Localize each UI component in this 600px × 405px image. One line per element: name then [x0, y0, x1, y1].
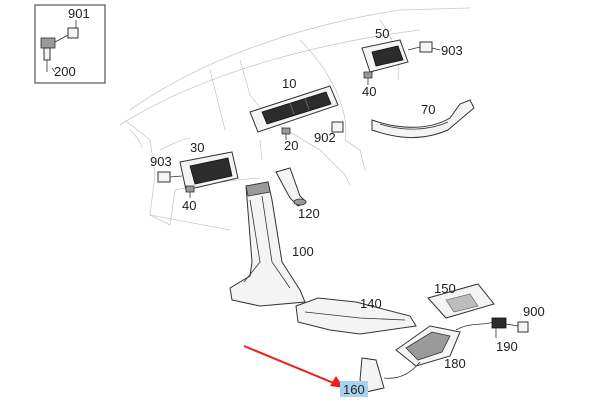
screw-right-icon	[363, 71, 373, 85]
vent-center-icon	[249, 85, 339, 133]
label-901: 901	[68, 6, 90, 21]
label-903-right: 903	[441, 43, 463, 58]
label-40-right: 40	[362, 84, 376, 99]
label-140: 140	[360, 296, 382, 311]
duct-right-icon	[371, 99, 475, 139]
sensor-icon	[40, 27, 79, 72]
duct-main-icon	[229, 181, 306, 307]
duct-lower-icon	[295, 297, 417, 335]
label-903-left: 903	[150, 154, 172, 169]
pointer-arrow	[243, 345, 344, 388]
duct-small-icon	[275, 167, 307, 207]
label-30: 30	[190, 140, 204, 155]
inset-box: 901 200	[34, 4, 106, 84]
screw-center-icon	[281, 127, 291, 140]
vent-left-icon	[179, 151, 239, 191]
label-20: 20	[284, 138, 298, 153]
screw-left-icon	[185, 185, 195, 198]
label-120: 120	[298, 206, 320, 221]
label-200: 200	[54, 64, 76, 79]
label-902: 902	[314, 130, 336, 145]
label-70: 70	[421, 102, 435, 117]
label-180: 180	[444, 356, 466, 371]
clip-center-icon	[331, 121, 344, 133]
vent-right-icon	[361, 39, 441, 73]
harness-icon	[455, 317, 529, 338]
clip-left-icon	[157, 171, 183, 183]
label-190: 190	[496, 339, 518, 354]
bracket-icon	[359, 357, 421, 393]
label-10: 10	[282, 76, 296, 91]
label-40-left: 40	[182, 198, 196, 213]
control-module-icon	[395, 325, 461, 367]
label-150: 150	[434, 281, 456, 296]
filter-cover-icon	[427, 283, 495, 319]
highlight-box	[340, 381, 368, 397]
label-50: 50	[375, 26, 389, 41]
label-100: 100	[292, 244, 314, 259]
label-900: 900	[523, 304, 545, 319]
label-160: 160	[343, 382, 365, 397]
